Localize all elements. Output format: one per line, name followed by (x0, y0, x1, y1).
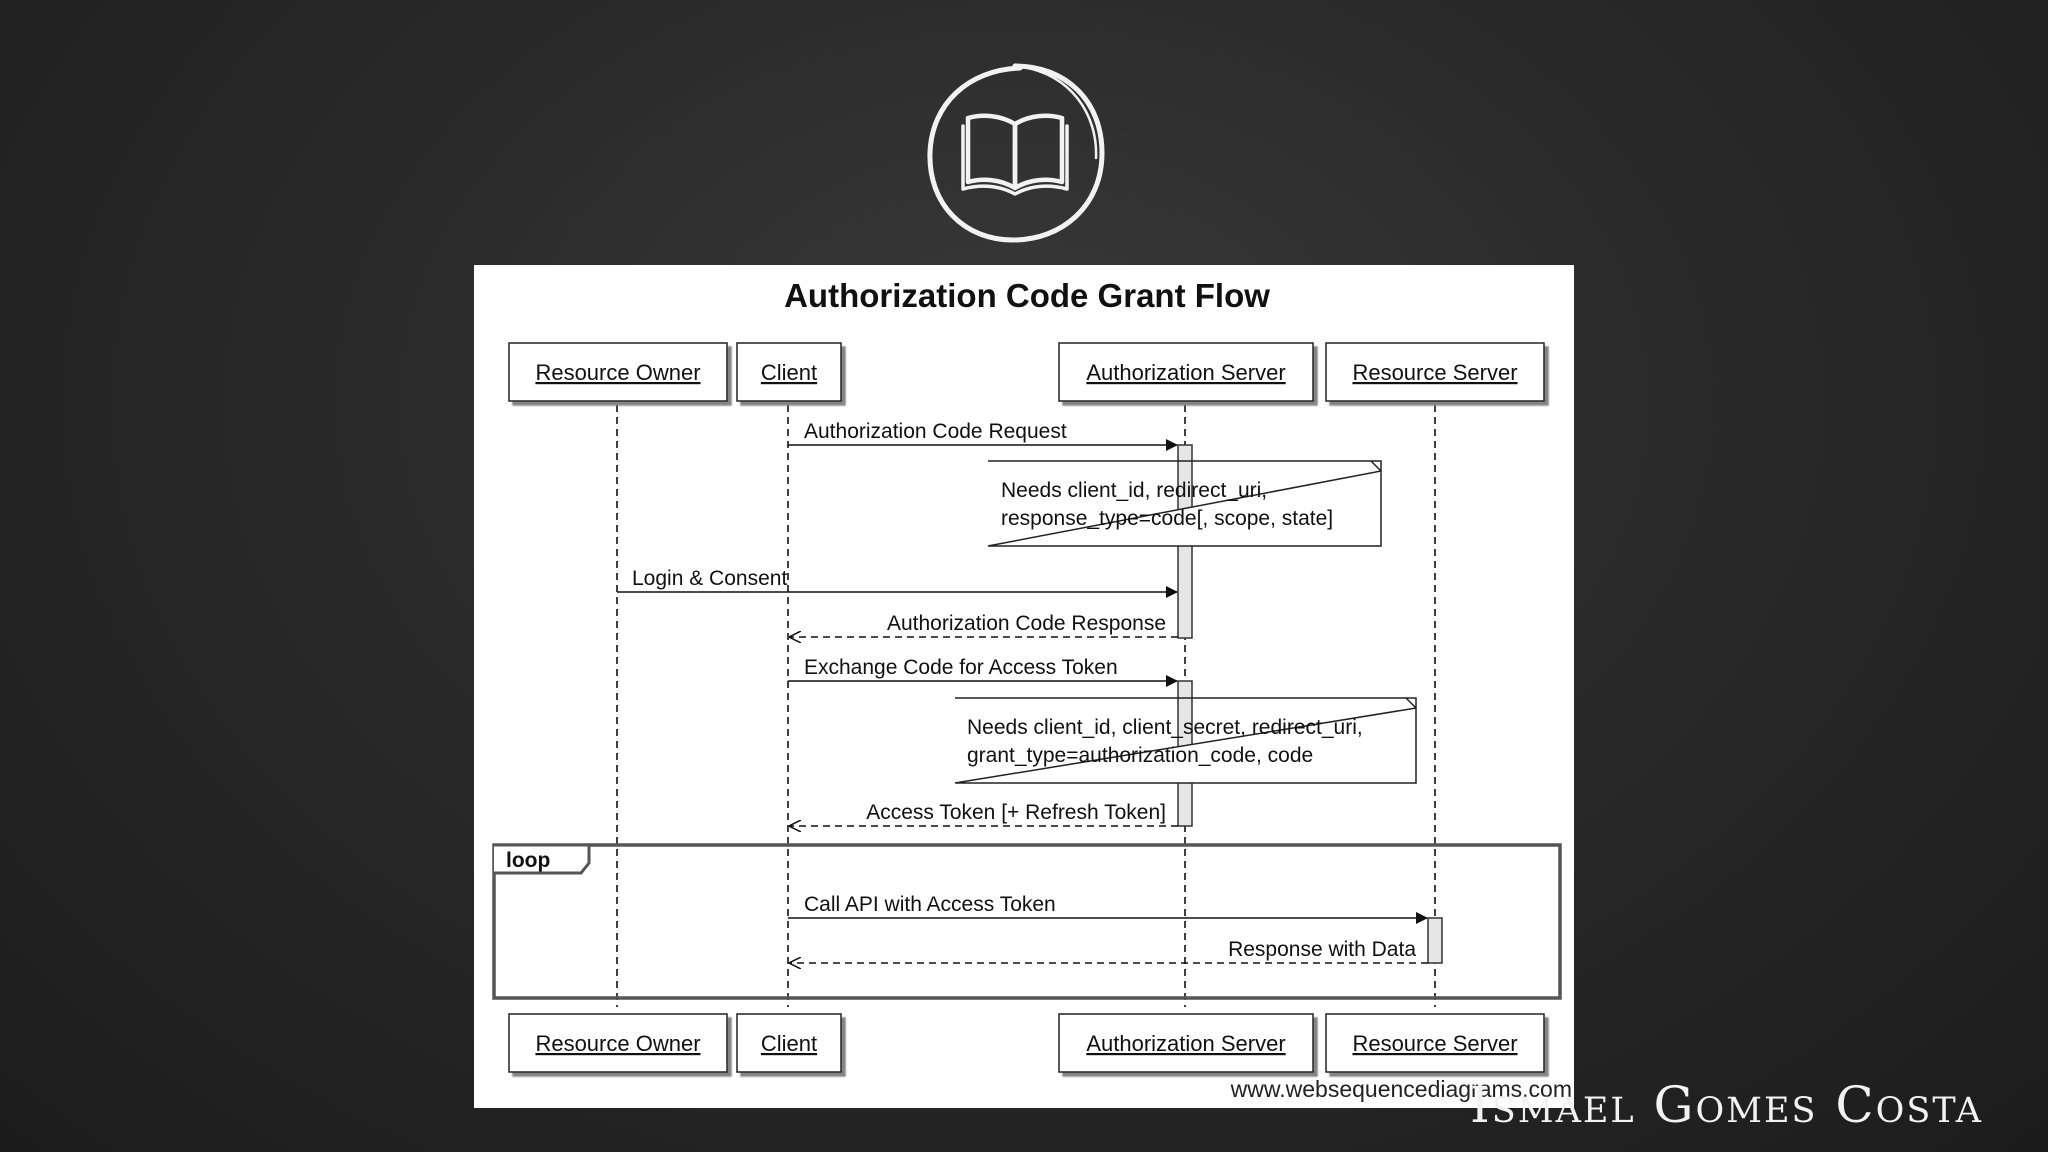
author-name: Ismael Gomes Costa (1470, 1076, 1984, 1134)
note-authorization-request-params: Needs client_id, redirect_uri, response_… (987, 460, 1382, 547)
svg-text:Resource Server: Resource Server (1352, 1031, 1517, 1056)
svg-text:Client: Client (761, 1031, 817, 1056)
message-exchange-code-for-access-token: Exchange Code for Access Token (788, 656, 1178, 687)
message-authorization-code-response: Authorization Code Response (790, 612, 1178, 637)
svg-text:Resource Server: Resource Server (1352, 360, 1517, 385)
activation-bar (1427, 917, 1443, 964)
svg-text:Authorization Code Request: Authorization Code Request (804, 420, 1067, 443)
svg-text:response_type=code[, scope, st: response_type=code[, scope, state] (1001, 507, 1333, 530)
svg-text:Access Token [+ Refresh Token]: Access Token [+ Refresh Token] (866, 801, 1166, 824)
watermark-text: www.websequencediagrams.com (1230, 1076, 1572, 1102)
svg-text:Authorization Code Response: Authorization Code Response (887, 612, 1166, 635)
svg-text:Login & Consent: Login & Consent (632, 567, 787, 590)
svg-text:Needs client_id, redirect_uri,: Needs client_id, redirect_uri, (1001, 479, 1267, 502)
svg-text:grant_type=authorization_code,: grant_type=authorization_code, code (967, 744, 1313, 767)
loop-label: loop (506, 849, 550, 872)
svg-text:Authorization Server: Authorization Server (1086, 1031, 1285, 1056)
svg-text:Resource Owner: Resource Owner (535, 360, 700, 385)
participant-resource-server-bottom: Resource Server (1325, 1013, 1545, 1073)
participant-resource-owner: Resource Owner (508, 342, 728, 402)
svg-text:Resource Owner: Resource Owner (535, 1031, 700, 1056)
svg-text:Needs client_id, client_secret: Needs client_id, client_secret, redirect… (967, 716, 1363, 739)
message-call-api: Call API with Access Token (788, 893, 1428, 924)
message-login-consent: Login & Consent (617, 567, 1178, 598)
participant-resource-owner-bottom: Resource Owner (508, 1013, 728, 1073)
loop-frame: loop (492, 843, 1562, 1000)
open-book-icon (961, 113, 1069, 196)
logo-badge (927, 63, 1105, 243)
participant-client: Client (736, 342, 842, 402)
participant-resource-server: Resource Server (1325, 342, 1545, 402)
message-authorization-code-request: Authorization Code Request (788, 420, 1178, 451)
svg-text:Authorization Server: Authorization Server (1086, 360, 1285, 385)
participant-authorization-server-bottom: Authorization Server (1058, 1013, 1314, 1073)
svg-text:Response with Data: Response with Data (1228, 938, 1416, 961)
participant-client-bottom: Client (736, 1013, 842, 1073)
message-access-token-response: Access Token [+ Refresh Token] (790, 801, 1178, 826)
svg-text:Exchange Code for Access Token: Exchange Code for Access Token (804, 656, 1118, 679)
note-token-exchange-params: Needs client_id, client_secret, redirect… (954, 697, 1417, 784)
participant-authorization-server: Authorization Server (1058, 342, 1314, 402)
diagram-title: Authorization Code Grant Flow (784, 277, 1270, 314)
svg-text:Call API with Access Token: Call API with Access Token (804, 893, 1056, 916)
message-response-with-data: Response with Data (790, 938, 1428, 963)
diagram-image: Authorization Code Grant Flow Resource O… (474, 265, 1574, 1108)
svg-text:Client: Client (761, 360, 817, 385)
